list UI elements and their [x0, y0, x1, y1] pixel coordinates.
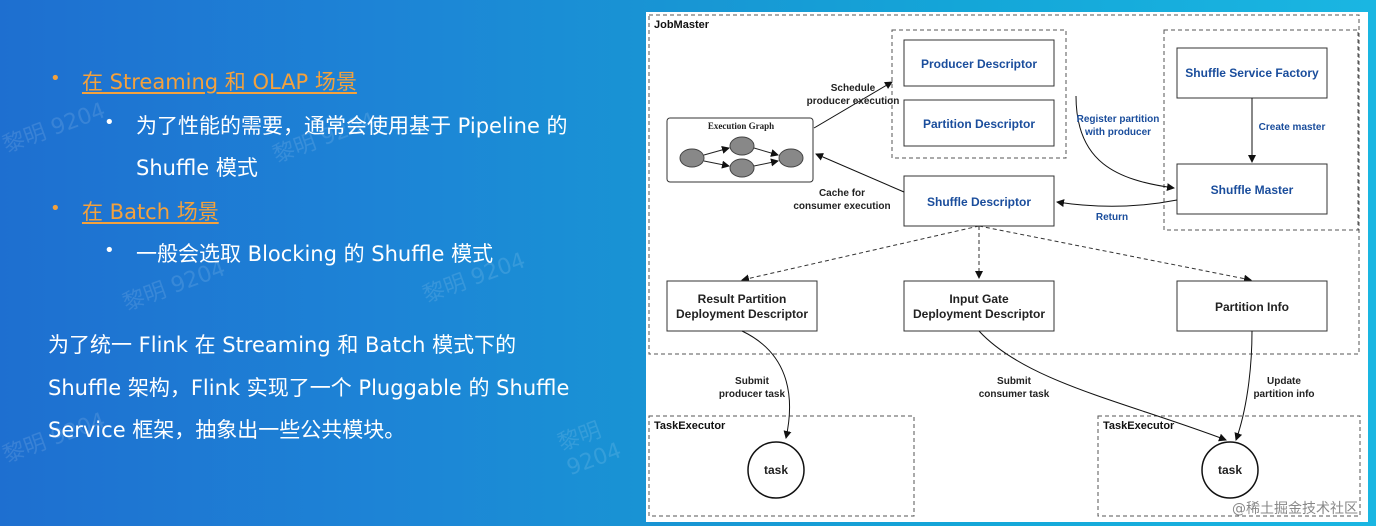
task-right-node [1201, 441, 1259, 499]
producer-descriptor-label: Producer Descriptor [921, 57, 1037, 71]
submit-producer-label-2: producer task [719, 389, 786, 400]
shuffle-descriptor-label: Shuffle Descriptor [927, 195, 1031, 209]
partition-descriptor-label: Partition Descriptor [923, 117, 1035, 131]
sub-bullet-pipeline-line1: 为了性能的需要，通常会使用基于 Pipeline 的 [136, 114, 568, 138]
watermark: 黎明 9204 [0, 408, 109, 469]
task-right-label: task [1218, 463, 1242, 477]
execution-graph-label: Execution Graph [708, 121, 774, 131]
submit-consumer-label-2: consumer task [979, 389, 1050, 400]
cache-label-1: Cache for [819, 188, 865, 199]
submit-consumer-label-1: Submit [997, 376, 1032, 387]
schedule-arrow [813, 81, 893, 129]
footer-credit: @稀土掘金技术社区 [1232, 501, 1358, 517]
result-partition-label-2: Deployment Descriptor [676, 307, 808, 321]
bullet-streaming-olap: 在 Streaming 和 OLAP 场景 [82, 70, 357, 94]
partition-info-box [1176, 280, 1328, 332]
bullet-dot: • [50, 198, 61, 219]
submit-producer-label-1: Submit [735, 376, 770, 387]
register-label-2: with producer [1084, 127, 1151, 138]
graph-node [778, 148, 804, 168]
result-partition-box [666, 280, 818, 332]
return-label: Return [1096, 212, 1128, 223]
jobmaster-title: JobMaster [654, 19, 710, 31]
fanout-arrow [741, 225, 980, 283]
bullet-batch: 在 Batch 场景 [82, 200, 219, 224]
watermark: 黎明 9204 [554, 417, 625, 481]
input-gate-label-2: Deployment Descriptor [913, 307, 1045, 321]
partition-descriptor-box [903, 99, 1055, 147]
schedule-label-2: producer execution [807, 96, 900, 107]
paragraph-line2: Shuffle 架构，Flink 实现了一个 Pluggable 的 Shuff… [48, 376, 570, 400]
paragraph-line3: Service 框架，抽象出一些公共模块。 [48, 418, 406, 442]
producer-descriptor-box [903, 39, 1055, 87]
update-label-1: Update [1267, 376, 1301, 387]
update-label-2: partition info [1253, 389, 1314, 400]
update-partition-arrow [1234, 330, 1253, 441]
graph-node [679, 148, 705, 168]
watermark: 黎明 9204 [0, 98, 109, 159]
task-left-node [747, 441, 805, 499]
paragraph-line1: 为了统一 Flink 在 Streaming 和 Batch 模式下的 [48, 333, 517, 357]
cache-arrow [815, 153, 905, 193]
bullet-dot: • [50, 68, 61, 89]
shuffle-master-box [1176, 163, 1328, 215]
sub-bullet-blocking: 一般会选取 Blocking 的 Shuffle 模式 [136, 242, 494, 266]
register-label-1: Register partition [1077, 114, 1160, 125]
shuffle-service-factory-box [1176, 47, 1328, 99]
taskexecutor-left [648, 415, 915, 517]
shuffle-master-label: Shuffle Master [1211, 183, 1294, 197]
bullet-dot: • [104, 112, 115, 133]
input-gate-box [903, 280, 1055, 332]
cache-label-2: consumer execution [793, 201, 890, 212]
taskexecutor-left-title: TaskExecutor [654, 420, 726, 432]
input-gate-label-1: Input Gate [949, 292, 1009, 306]
fanout-arrow [978, 225, 1252, 283]
taskexecutor-right-title: TaskExecutor [1103, 420, 1175, 432]
submit-producer-arrow [741, 330, 792, 439]
taskexecutor-right [1097, 415, 1361, 517]
graph-node [729, 136, 755, 156]
architecture-diagram-panel: JobMaster Producer Descriptor Partition … [646, 12, 1368, 522]
register-partition-arrow [1075, 95, 1175, 192]
submit-consumer-arrow [978, 330, 1227, 442]
return-arrow [1056, 199, 1178, 208]
descriptor-group [891, 29, 1067, 159]
shuffle-descriptor-box [903, 175, 1055, 227]
sub-bullet-pipeline-line2: Shuffle 模式 [136, 156, 258, 180]
shuffle-service-factory-label: Shuffle Service Factory [1185, 66, 1319, 80]
jobmaster-container [648, 14, 1360, 355]
task-left-label: task [764, 463, 788, 477]
schedule-label-1: Schedule [831, 83, 876, 94]
slide-text-area: • 在 Streaming 和 OLAP 场景 • 为了性能的需要，通常会使用基… [0, 0, 640, 526]
bullet-dot: • [104, 240, 115, 261]
result-partition-label-1: Result Partition [698, 292, 787, 306]
graph-node [729, 158, 755, 178]
shuffle-service-group [1163, 29, 1359, 231]
shuffle-architecture-diagram: JobMaster Producer Descriptor Partition … [648, 14, 1361, 517]
partition-info-label: Partition Info [1215, 300, 1289, 314]
create-master-label: Create master [1259, 122, 1326, 133]
